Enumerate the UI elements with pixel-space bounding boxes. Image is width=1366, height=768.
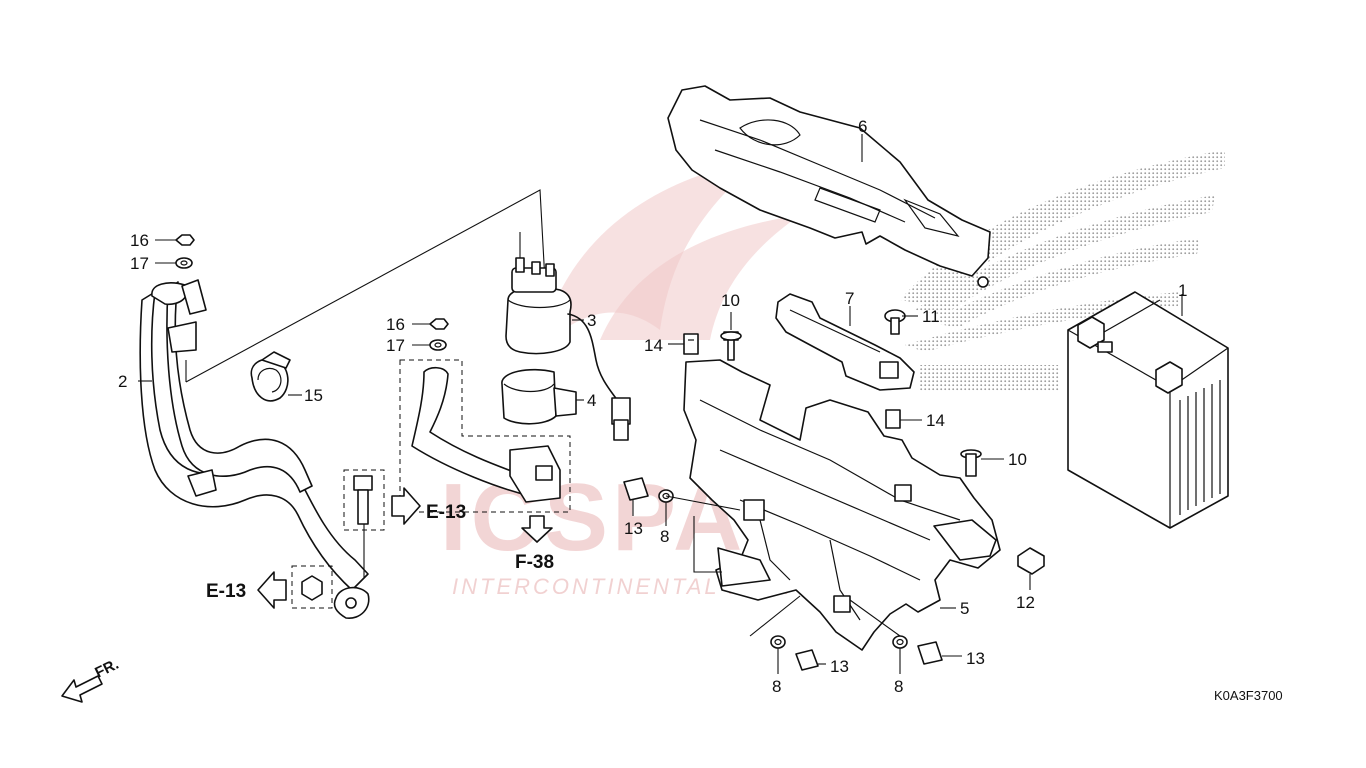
washer-part-8-c: [892, 635, 908, 649]
battery-stay-part-7: [775, 293, 915, 391]
front-direction-arrow: FR.: [61, 656, 121, 703]
washer-part-17-center: [429, 339, 447, 351]
clip-part-14-right: [885, 409, 901, 429]
callout-14-right: 14: [926, 411, 945, 430]
callout-6: 6: [858, 117, 867, 136]
washer-part-17-left: [175, 257, 193, 269]
callout-13-a: 13: [624, 519, 643, 538]
callout-13-b: 13: [830, 657, 849, 676]
nut-part-12: [1017, 547, 1045, 575]
callout-7: 7: [845, 289, 854, 308]
ref-label-e13-right: E-13: [426, 502, 466, 523]
relay-cover-part-4: [501, 368, 577, 425]
callout-12: 12: [1016, 593, 1035, 612]
grommet-part-13-c: [917, 641, 943, 665]
callouts: 16 17 2 15 16 17 3 4 6 7 1 10 11 14 14 1…: [118, 117, 1187, 696]
cable-clamp-part-15: [250, 351, 291, 402]
leader-lines: [138, 134, 1183, 674]
clip-part-14-top: [683, 333, 699, 355]
cable-bolt: [343, 469, 385, 578]
callout-8-b: 8: [772, 677, 781, 696]
callout-13-c: 13: [966, 649, 985, 668]
bolt-part-10-top: [720, 331, 742, 361]
callout-11: 11: [922, 307, 940, 326]
ref-label-f38: F-38: [515, 552, 554, 573]
callout-8-c: 8: [894, 677, 903, 696]
battery-part-1: [1067, 291, 1229, 529]
ref-arrow-e13-right: E-13: [391, 487, 466, 525]
grommet-part-13-b: [795, 649, 819, 671]
diagram-code: K0A3F3700: [1214, 688, 1283, 703]
callout-17-left: 17: [130, 254, 149, 273]
callout-10-top: 10: [721, 291, 740, 310]
washer-part-8-b: [770, 635, 786, 649]
bolt-part-10-right: [960, 449, 982, 477]
cable-subassembly-box: [399, 359, 571, 513]
ref-arrow-f38: F-38: [515, 515, 554, 573]
callout-16-center: 16: [386, 315, 405, 334]
nut-part-16-left: [175, 234, 195, 246]
callout-8-a: 8: [660, 527, 669, 546]
battery-tray-part-5: [683, 359, 1001, 651]
callout-10-right: 10: [1008, 450, 1027, 469]
callout-15: 15: [304, 386, 323, 405]
nut-part-16-center: [429, 318, 449, 330]
callout-1: 1: [1178, 281, 1187, 300]
callout-3: 3: [587, 311, 596, 330]
screw-part-11: [884, 309, 906, 335]
callout-2: 2: [118, 372, 127, 391]
grommet-part-13-a: [623, 477, 649, 501]
battery-cable-part-2: [139, 279, 370, 619]
ref-label-e13-left: E-13: [206, 581, 246, 602]
cable-nut: [291, 565, 333, 609]
callout-4: 4: [587, 391, 596, 410]
ref-arrow-e13-left: E-13: [206, 571, 287, 609]
starter-relay-part-3: [505, 232, 631, 441]
callout-16-left: 16: [130, 231, 149, 250]
battery-cover-part-6: [667, 85, 991, 288]
callout-17-center: 17: [386, 336, 405, 355]
callout-14-top: 14: [644, 336, 663, 355]
callout-5: 5: [960, 599, 969, 618]
